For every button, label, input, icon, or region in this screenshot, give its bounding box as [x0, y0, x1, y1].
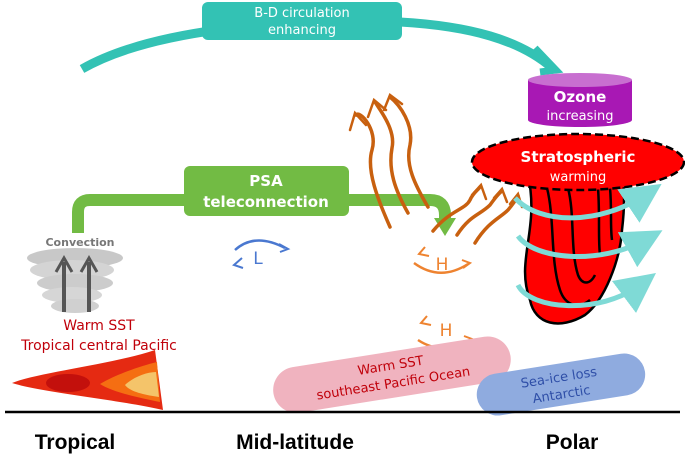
ozone-label-line1: Ozone: [554, 88, 607, 106]
sea-ice-blob: Sea-ice loss Antarctic: [476, 353, 646, 416]
stratospheric-label-line2: warming: [550, 170, 606, 185]
bd-label-line2: enhancing: [268, 23, 336, 38]
vortex-rotation-arrows: [513, 183, 663, 313]
convection-cloud: [27, 248, 123, 313]
stratospheric-label-line1: Stratospheric: [521, 148, 636, 166]
region-label-polar: Polar: [546, 431, 599, 454]
convection-label: Convection: [45, 236, 114, 249]
tropical-sst-label-line1: Warm SST: [63, 318, 135, 334]
low-label: L: [253, 249, 263, 269]
high-lower-label: H: [440, 321, 453, 341]
psa-label-line1: PSA: [249, 172, 283, 190]
tropical-sst-anomaly-shape: [12, 350, 163, 410]
tropical-sst-label-line2: Tropical central Pacific: [20, 338, 177, 354]
high-upper-label: H: [436, 255, 449, 275]
low-pressure-symbol: L: [232, 239, 291, 269]
bd-label-line1: B-D circulation: [254, 6, 349, 21]
ozone-label-line2: increasing: [547, 109, 614, 124]
se-pacific-sst-blob: Warm SST southeast Pacific Ocean: [273, 336, 511, 413]
region-label-tropical: Tropical: [35, 431, 116, 454]
region-label-mid-latitude: Mid-latitude: [236, 431, 354, 454]
high-pressure-symbol-upper: H: [413, 246, 473, 275]
psa-label: PSA teleconnection: [184, 166, 349, 216]
psa-label-line2: teleconnection: [203, 193, 329, 211]
bd-circulation-label: B-D circulation enhancing: [202, 2, 402, 40]
polar-vortex: Stratospheric warming: [470, 132, 685, 325]
ozone-cylinder: Ozone increasing: [528, 73, 632, 127]
